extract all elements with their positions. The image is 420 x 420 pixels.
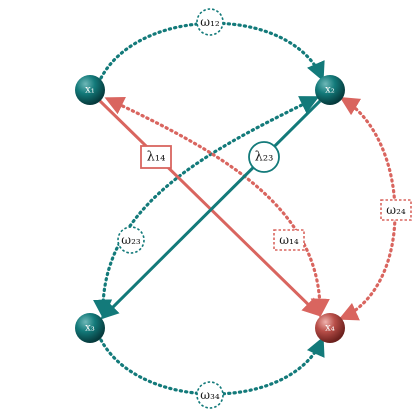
node-x1[interactable]: x₁ <box>75 75 105 105</box>
edge-label-omega24-text: ω₂₄ <box>386 203 406 217</box>
edge-omega14 <box>104 96 330 318</box>
edge-label-omega12-text: ω₁₂ <box>200 15 220 29</box>
edge-label-lambda23: λ₂₃ <box>248 141 280 173</box>
edge-label-lambda14: λ₁₄ <box>140 145 172 169</box>
edge-lambda14 <box>98 99 321 317</box>
edge-label-omega34: ω₃₄ <box>196 381 224 409</box>
edge-label-lambda14-text: λ₁₄ <box>147 150 166 165</box>
node-x2[interactable]: x₂ <box>315 75 345 105</box>
node-x4-label: x₄ <box>325 323 335 334</box>
edges-layer <box>93 21 397 396</box>
node-x4[interactable]: x₄ <box>315 313 345 343</box>
edge-label-omega23-text: ω₂₃ <box>121 233 141 247</box>
edge-labels-layer: ω₁₂ ω₃₄ ω₂₃ ω₁₄ ω₂₄ λ₁₄ <box>117 8 412 409</box>
node-x2-label: x₂ <box>325 85 335 96</box>
edge-label-omega12: ω₁₂ <box>196 8 224 36</box>
edge-label-omega14: ω₁₄ <box>273 229 305 251</box>
node-x3[interactable]: x₃ <box>75 313 105 343</box>
node-x3-label: x₃ <box>85 323 95 334</box>
nodes-layer: x₁ x₂ x₃ x₄ <box>75 75 345 343</box>
node-x1-label: x₁ <box>85 85 95 96</box>
edge-lambda23 <box>100 99 322 320</box>
edge-label-omega34-text: ω₃₄ <box>200 388 220 402</box>
edge-label-lambda23-text: λ₂₃ <box>255 150 274 165</box>
edge-label-omega23: ω₂₃ <box>117 226 145 254</box>
edge-label-omega24: ω₂₄ <box>380 199 412 221</box>
edge-label-omega14-text: ω₁₄ <box>279 233 299 247</box>
